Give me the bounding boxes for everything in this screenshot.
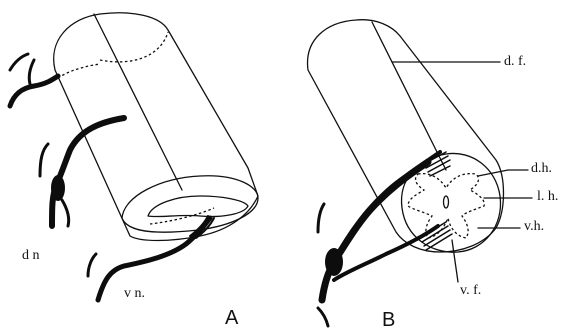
label-lateral-horn: l. h. [537,190,558,204]
panel-a-gray-matter [148,196,248,217]
panel-b-central-canal [444,196,449,208]
panel-b-ventral-fissure [452,240,458,282]
panel-a-midline [94,14,182,190]
panel-a-drawing [10,13,258,300]
panel-a-upper-nerve [10,76,58,106]
panel-a-cross-section-face [122,176,258,232]
panel-a-dorsal-nerve [52,118,124,226]
leader-d-h [478,170,528,176]
label-ventral-horn: v.h. [524,220,544,234]
panel-b-gray-matter [408,174,484,238]
label-dorsal-horn: d.h. [531,162,552,176]
panel-b-midline [372,22,446,170]
label-ventral-nerve: v n. [124,287,145,301]
panel-a-label: A [225,308,238,328]
panel-a-rootlets [58,64,100,78]
label-ventral-funiculus: v. f. [460,284,481,298]
panel-a-ganglion [51,175,65,201]
label-dorsal-funiculus: d. f. [504,55,526,69]
panel-b-ganglion [325,248,343,276]
label-dorsal-nerve: d n [22,249,40,263]
panel-b-drawing [308,20,532,326]
panel-a-upper-nerve-branch [10,54,34,84]
panel-b-cylinder-outline [308,20,504,252]
panel-b-label: B [382,310,395,330]
panel-a-ventral-left-branch [88,254,96,276]
